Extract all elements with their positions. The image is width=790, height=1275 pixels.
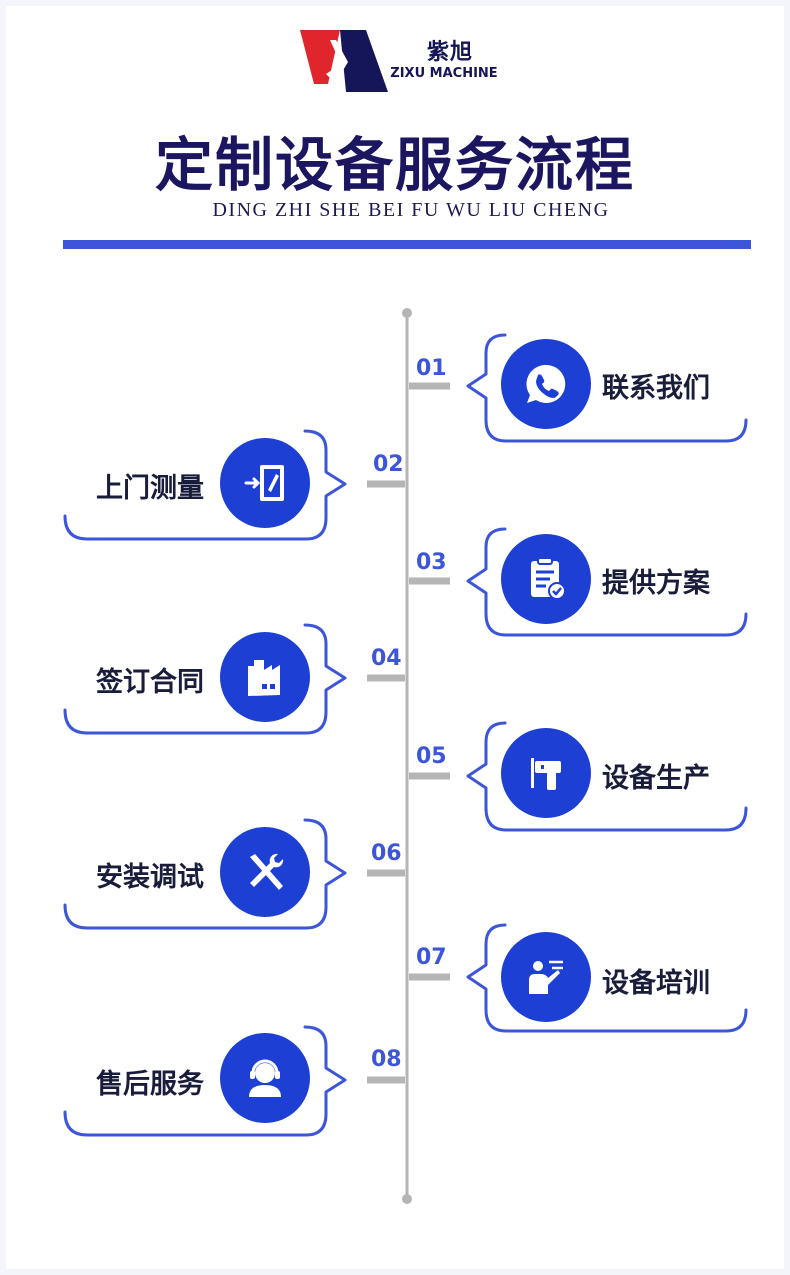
step-label: 设备培训 bbox=[602, 968, 710, 999]
brand-name-en: ZIXU MACHINE bbox=[390, 66, 498, 81]
zixu-logo-icon bbox=[300, 30, 388, 92]
step-number: 04 bbox=[371, 646, 402, 671]
timeline-axis bbox=[402, 308, 412, 1204]
step-number: 08 bbox=[371, 1047, 402, 1072]
support-agent-icon bbox=[249, 1059, 281, 1097]
brand-logo: 紫旭 ZIXU MACHINE bbox=[300, 28, 500, 94]
step-number: 01 bbox=[416, 356, 447, 381]
drill-icon bbox=[531, 758, 561, 790]
step-number: 06 bbox=[371, 841, 402, 866]
step-icon-circle bbox=[501, 728, 591, 818]
step-brackets bbox=[63, 333, 748, 1137]
brand-name-cn: 紫旭 bbox=[426, 40, 473, 65]
step-icon-circle bbox=[501, 339, 591, 429]
door-measure-icon bbox=[244, 465, 284, 501]
step-label: 安装调试 bbox=[96, 862, 204, 893]
step-icon-circle bbox=[501, 534, 591, 624]
step-number: 03 bbox=[416, 550, 447, 575]
step-label: 设备生产 bbox=[602, 763, 710, 794]
step-number: 02 bbox=[373, 452, 404, 477]
clipboard-check-icon bbox=[531, 557, 566, 600]
phone-chat-icon bbox=[526, 364, 566, 403]
step-icon-circle bbox=[220, 827, 310, 917]
step-icon-circle bbox=[501, 932, 591, 1022]
step-label: 联系我们 bbox=[602, 373, 710, 404]
step-label: 售后服务 bbox=[96, 1069, 204, 1100]
step-icon-circle bbox=[220, 438, 310, 528]
step-number: 07 bbox=[416, 945, 447, 970]
step-label: 上门测量 bbox=[96, 473, 204, 504]
tools-icon bbox=[250, 853, 284, 890]
step-icon-circle bbox=[220, 632, 310, 722]
timeline-ticks bbox=[367, 382, 450, 1084]
page-subtitle: DING ZHI SHE BEI FU WU LIU CHENG bbox=[212, 199, 610, 221]
step-number: 05 bbox=[416, 744, 447, 769]
title-divider bbox=[63, 240, 751, 249]
step-icon-circle bbox=[220, 1033, 310, 1123]
trainer-icon bbox=[529, 960, 563, 994]
page-title: 定制设备服务流程 bbox=[154, 131, 635, 199]
step-label: 签订合同 bbox=[96, 667, 204, 698]
page-background bbox=[6, 6, 784, 1269]
step-label: 提供方案 bbox=[602, 568, 710, 599]
factory-icon bbox=[248, 660, 280, 696]
